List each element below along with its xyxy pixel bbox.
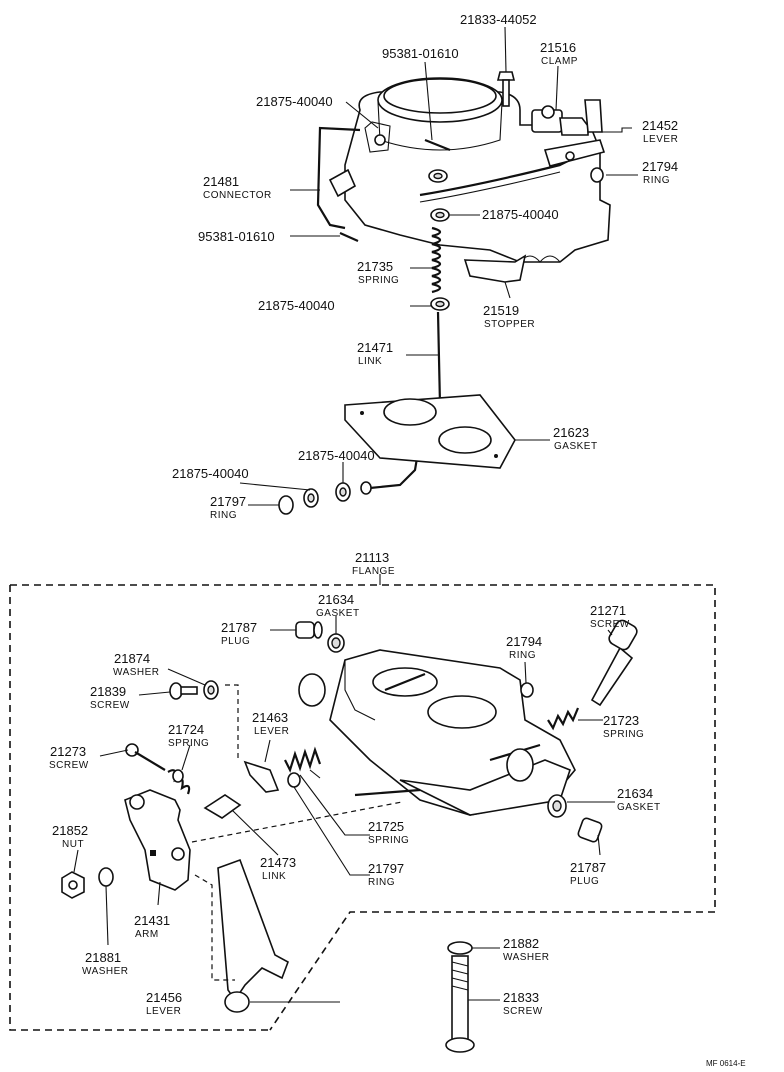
callout-labels: 21833-44052 95381-01610 21516 CLAMP 2187… [49,12,746,1068]
callout-c27-name: SPRING [603,729,644,740]
callout-c16-number: 21875-40040 [298,448,375,463]
callout-c10-name: SPRING [358,275,399,286]
callout-c20-name: PLUG [221,636,250,647]
callout-c36-name: WASHER [82,966,129,977]
callout-c7-name: CONNECTOR [203,190,272,201]
callout-c10-number: 21735 [357,259,393,274]
callout-c22-name: RING [509,650,536,661]
callout-c28-name: SCREW [49,760,89,771]
callout-c17-name: RING [210,510,237,521]
callout-c3-name: CLAMP [541,56,578,67]
callout-c7-number: 21481 [203,174,239,189]
leader-lines-upper [239,26,638,506]
callout-c21-name: SCREW [590,619,630,630]
callout-c18-number: 21113 [355,550,389,565]
callout-c29-name: GASKET [617,802,661,813]
callout-c39-number: 21833 [503,990,539,1005]
callout-c24-number: 21839 [90,684,126,699]
callout-c25-number: 21463 [252,710,288,725]
callout-c35-number: 21431 [134,913,170,928]
callout-c29-number: 21634 [617,786,653,801]
callout-c20-number: 21787 [221,620,257,635]
callout-c27-number: 21723 [603,713,639,728]
callout-c19-number: 21634 [318,592,354,607]
callout-c6-name: RING [643,175,670,186]
callout-c34-name: RING [368,877,395,888]
callout-c11-number: 21875-40040 [258,298,335,313]
callout-c5-name: LEVER [643,134,678,145]
callout-c5-number: 21452 [642,118,678,133]
carburetor-upper-assembly [278,71,611,515]
callout-c30-name: SPRING [368,835,409,846]
callout-c19-name: GASKET [316,608,360,619]
callout-c37-number: 21882 [503,936,539,951]
callout-c8-number: 21875-40040 [482,207,559,222]
callout-c15-number: 21875-40040 [172,466,249,481]
callout-c2-number: 95381-01610 [382,46,459,61]
callout-c38-number: 21456 [146,990,182,1005]
callout-c6-number: 21794 [642,159,678,174]
figure-code: MF 0614-E [706,1059,746,1068]
callout-c33-number: 21787 [570,860,606,875]
callout-c12-number: 21519 [483,303,519,318]
callout-c1-number: 21833-44052 [460,12,537,27]
callout-c17-number: 21797 [210,494,246,509]
callout-c34-number: 21797 [368,861,404,876]
callout-c37-name: WASHER [503,952,550,963]
callout-c14-number: 21623 [553,425,589,440]
leader-lines-lower [73,616,615,1003]
callout-c12-name: STOPPER [484,319,535,330]
callout-c26-name: SPRING [168,738,209,749]
callout-c38-name: LEVER [146,1006,181,1017]
callout-c31-name: NUT [62,839,84,850]
callout-c30-number: 21725 [368,819,404,834]
callout-c33-name: PLUG [570,876,599,887]
callout-c28-number: 21273 [50,744,86,759]
callout-c23-name: WASHER [113,667,160,678]
flange-assembly [9,574,716,1053]
callout-c21-number: 21271 [590,603,626,618]
callout-c14-name: GASKET [554,441,598,452]
callout-c3-number: 21516 [540,40,576,55]
callout-c13-name: LINK [358,356,382,367]
callout-c39-name: SCREW [503,1006,543,1017]
callout-c25-name: LEVER [254,726,289,737]
callout-c23-number: 21874 [114,651,150,666]
callout-c24-name: SCREW [90,700,130,711]
callout-c31-number: 21852 [52,823,88,838]
callout-c32-number: 21473 [260,855,296,870]
callout-c13-number: 21471 [357,340,393,355]
callout-c36-number: 21881 [85,950,121,965]
callout-c26-number: 21724 [168,722,204,737]
callout-c18-name: FLANGE [352,566,395,577]
callout-c32-name: LINK [262,871,286,882]
callout-c9-number: 95381-01610 [198,229,275,244]
callout-c35-name: ARM [135,929,159,940]
callout-c4-number: 21875-40040 [256,94,333,109]
callout-c22-number: 21794 [506,634,542,649]
